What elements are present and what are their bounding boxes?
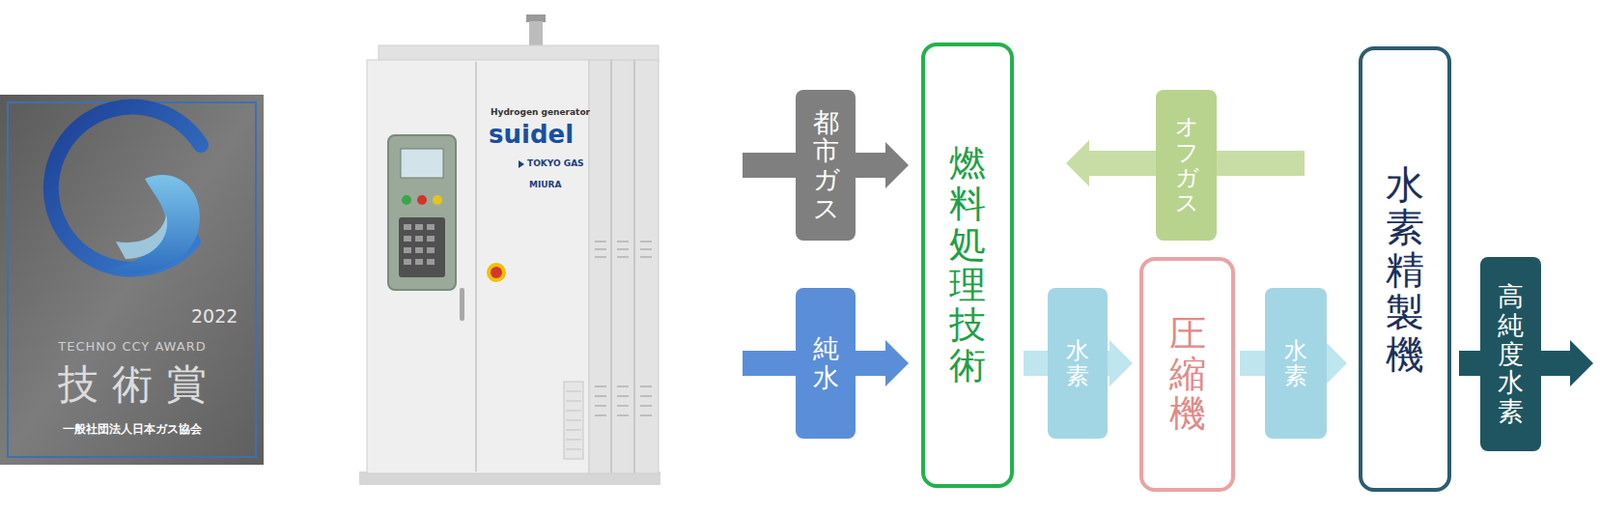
flow-label-box: オフガス — [1155, 89, 1217, 241]
flow-label: オフガス — [1175, 113, 1199, 217]
flow-label: 水素 — [1066, 337, 1090, 390]
node-text: 圧縮機 — [1169, 313, 1207, 435]
input-label-box: 都市ガス — [795, 89, 856, 241]
maker-logo: MIURA — [529, 179, 562, 190]
node-text: 都市ガス — [813, 108, 840, 224]
node-text: 燃料処理技術 — [949, 143, 986, 387]
award-name: TECHNO CCY AWARD — [0, 338, 264, 354]
award-year: 2022 — [191, 305, 238, 327]
award-title: 技術賞 — [0, 357, 264, 412]
output-label-box: 高純度水素 — [1480, 256, 1542, 451]
flow-label-box: 水素 — [1264, 287, 1327, 439]
node-text: 純水 — [813, 334, 840, 392]
flow-label: 水素 — [1284, 337, 1308, 390]
product-caption: Hydrogen generator — [490, 107, 590, 117]
node-text: 高純度水素 — [1497, 281, 1524, 425]
hydrogen-generator-photo — [359, 14, 661, 485]
node-text: 水素精製機 — [1385, 163, 1425, 376]
flow-label-box: 水素 — [1047, 287, 1108, 439]
input-label-box: 純水 — [795, 287, 856, 439]
process-box: 圧縮機 — [1139, 256, 1236, 492]
process-box: 水素精製機 — [1358, 46, 1452, 492]
award-organization: 一般社団法人日本ガス協会 — [0, 421, 264, 438]
process-box: 燃料処理技術 — [921, 42, 1014, 488]
maker-logo: TOKYO GAS — [527, 158, 585, 169]
award-badge — [0, 94, 264, 465]
product-name: suidel — [488, 119, 574, 149]
